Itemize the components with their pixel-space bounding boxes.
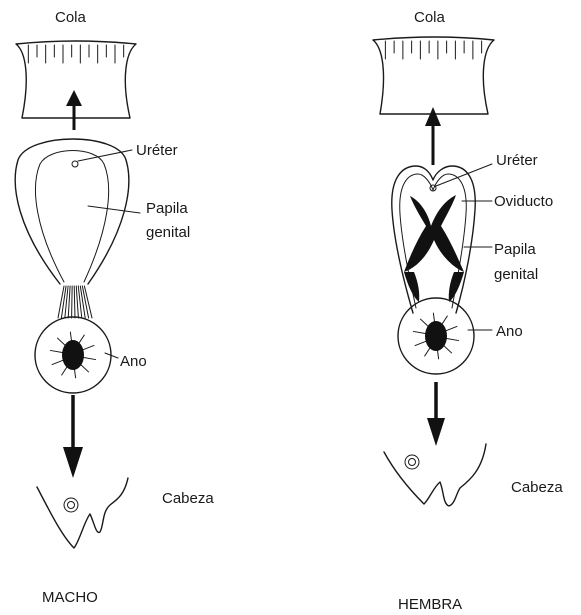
papilla-fringe-line xyxy=(58,286,64,318)
female-anus-label: Ano xyxy=(496,323,523,340)
female-arrow-to-head xyxy=(427,382,445,446)
male-tail-label: Cola xyxy=(55,9,87,26)
female-head-label: Cabeza xyxy=(511,479,563,496)
male-papilla-label-line2: genital xyxy=(146,224,190,241)
male-head-label: Cabeza xyxy=(162,490,214,507)
female-head-outline xyxy=(384,444,486,506)
female-tail-label: Cola xyxy=(414,9,446,26)
male-head-outline xyxy=(37,478,128,548)
male-sex-label: MACHO xyxy=(42,589,98,606)
female-arrow-to-tail xyxy=(425,107,441,165)
male-tail-fin xyxy=(16,41,136,118)
male-genital-papilla xyxy=(15,139,129,318)
female-ureter-label: Uréter xyxy=(496,152,538,169)
male-ureter-opening xyxy=(72,161,78,167)
papilla-fringe-line xyxy=(76,286,78,318)
female-diagram: Cola Uréter Oviducto xyxy=(373,9,563,613)
male-papilla-label-line1: Papila xyxy=(146,200,188,217)
male-arrow-to-head xyxy=(63,395,83,478)
female-sex-label: HEMBRA xyxy=(398,596,462,613)
male-anus xyxy=(35,317,111,393)
male-diagram: Cola Uréter Papila genital xyxy=(15,9,214,606)
female-anus xyxy=(398,298,474,374)
papilla-fringe-line xyxy=(72,286,73,318)
female-papilla-label-line2: genital xyxy=(494,266,538,283)
male-eye xyxy=(64,498,78,512)
female-oviduct-label: Oviducto xyxy=(494,193,553,210)
male-arrow-to-tail xyxy=(66,90,82,130)
female-oviduct xyxy=(404,195,464,302)
papilla-fringe-line xyxy=(74,286,75,318)
female-papilla-label-line1: Papila xyxy=(494,241,536,258)
male-ureter-label: Uréter xyxy=(136,142,178,159)
female-genital-papilla xyxy=(392,166,475,313)
female-tail-fin xyxy=(373,37,494,114)
male-anus-label: Ano xyxy=(120,353,147,370)
papilla-fringe-line xyxy=(68,286,70,318)
female-eye xyxy=(405,455,419,469)
